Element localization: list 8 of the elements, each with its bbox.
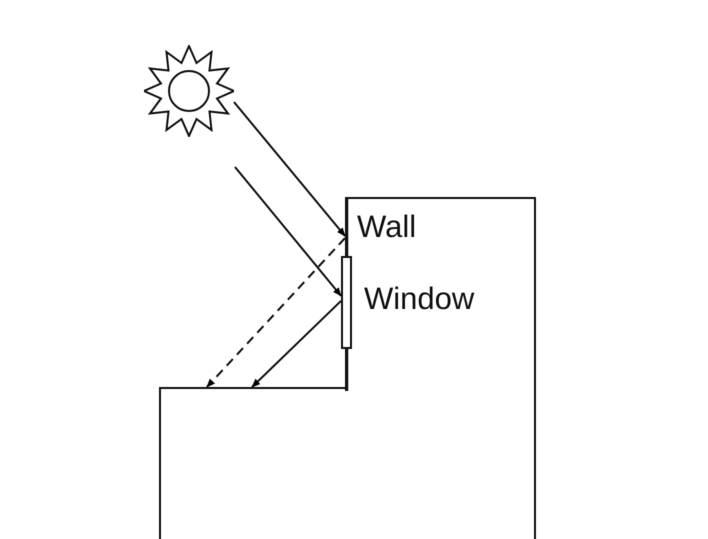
lower-building-outline bbox=[159, 387, 347, 539]
arrow bbox=[251, 300, 342, 388]
sun-icon bbox=[144, 45, 234, 137]
wall-label: Wall bbox=[357, 211, 416, 242]
arrow bbox=[206, 237, 346, 388]
arrow bbox=[234, 166, 342, 297]
arrow bbox=[233, 101, 346, 237]
window-label: Window bbox=[364, 283, 474, 314]
